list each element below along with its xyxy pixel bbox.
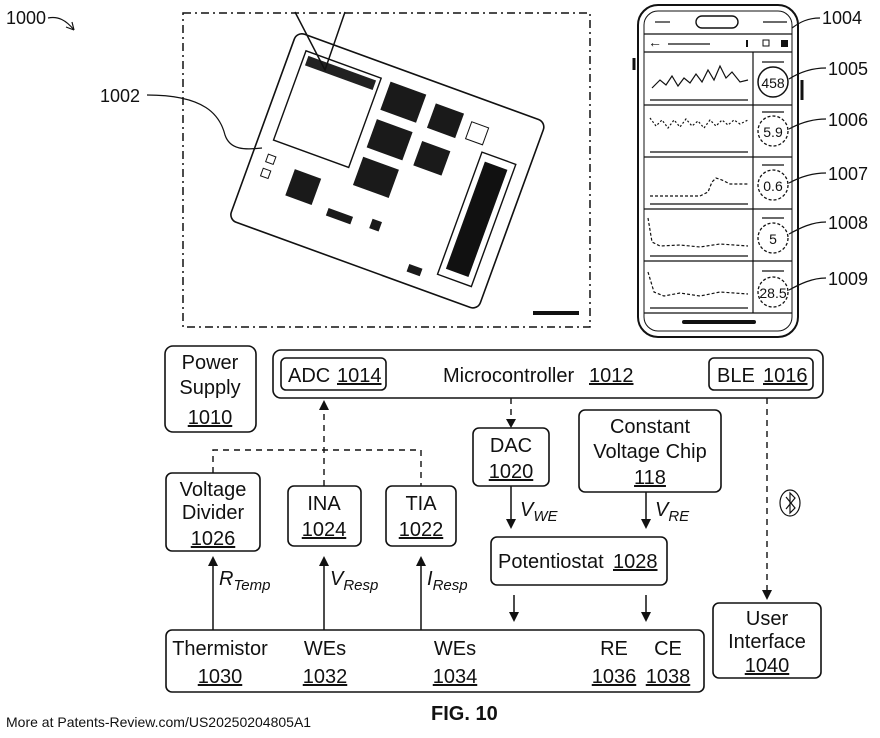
- user-interface-block: User Interface 1040: [712, 602, 822, 679]
- figure-ref: 1000: [6, 8, 46, 28]
- tia-label: TIA: [405, 493, 437, 515]
- svg-text:←: ←: [648, 34, 662, 50]
- solid-connections: [208, 486, 651, 630]
- figure-ref-arrow: [47, 16, 75, 31]
- phone-reading-1005: 458: [761, 75, 785, 91]
- power-supply-label-1: Power: [182, 352, 239, 374]
- signal-v-we: VWE: [520, 499, 559, 525]
- watermark: More at Patents-Review.com/US20250204805…: [6, 714, 311, 730]
- phone-illustration: ←: [632, 4, 804, 338]
- thermistor-label: Thermistor: [172, 638, 268, 660]
- microcontroller-block: ADC 1014 Microcontroller 1012 BLE 1016: [272, 349, 824, 399]
- thermistor-num: 1030: [198, 666, 243, 688]
- tia-block: TIA 1022: [385, 485, 457, 547]
- dac-block: DAC 1020: [472, 427, 550, 487]
- re-label: RE: [600, 638, 628, 660]
- phone-reading-1006: 5.9: [763, 124, 783, 140]
- ce-num: 1038: [646, 666, 691, 688]
- ui-label-2: Interface: [728, 631, 806, 653]
- wes-1034-label: WEs: [434, 638, 476, 660]
- reading-ref-1009: 1009: [828, 269, 868, 289]
- phone-reading-1008: 5: [769, 231, 777, 247]
- vd-label-1: Voltage: [180, 479, 247, 501]
- potentiostat-block: Potentiostat 1028: [490, 536, 668, 586]
- reading-ref-1007: 1007: [828, 164, 868, 184]
- constant-voltage-chip-block: Constant Voltage Chip 118: [578, 409, 722, 493]
- phone-ref: 1004: [822, 8, 862, 28]
- vd-num: 1026: [191, 528, 236, 550]
- phone-reading-1009: 28.5: [759, 285, 786, 301]
- cvc-num: 118: [634, 467, 666, 489]
- reading-ref-1008: 1008: [828, 213, 868, 233]
- device-ref: 1002: [100, 86, 140, 106]
- reading-ref-1006: 1006: [828, 110, 868, 130]
- signal-r-temp: RTemp: [219, 568, 270, 594]
- re-num: 1036: [592, 666, 637, 688]
- microcontroller-label: Microcontroller: [443, 365, 574, 387]
- ce-label: CE: [654, 638, 682, 660]
- device-illustration: [182, 11, 591, 328]
- phone-reading-1007: 0.6: [763, 178, 783, 194]
- signal-v-resp: VResp: [330, 568, 378, 594]
- dac-num: 1020: [489, 461, 534, 483]
- wes-1034-num: 1034: [433, 666, 478, 688]
- potentiostat-label: Potentiostat: [498, 551, 604, 573]
- vd-label-2: Divider: [182, 502, 245, 524]
- ble-num: 1016: [763, 365, 808, 387]
- figure-caption: FIG. 10: [431, 703, 498, 725]
- adc-label: ADC: [288, 365, 330, 387]
- ble-label: BLE: [717, 365, 755, 387]
- adc-num: 1014: [337, 365, 382, 387]
- dac-label: DAC: [490, 435, 532, 457]
- power-supply-label-2: Supply: [179, 377, 240, 399]
- bluetooth-icon: [779, 489, 801, 517]
- electrode-bar: Thermistor 1030 WEs 1032 WEs 1034 RE 103…: [165, 629, 705, 693]
- wes-1032-label: WEs: [304, 638, 346, 660]
- power-supply-num: 1010: [188, 407, 233, 429]
- power-supply-block: Power Supply 1010: [164, 345, 257, 433]
- reading-ref-1005: 1005: [828, 59, 868, 79]
- potentiostat-num: 1028: [613, 551, 658, 573]
- ui-label-1: User: [746, 608, 789, 630]
- wes-1032-num: 1032: [303, 666, 348, 688]
- cvc-label-1: Constant: [610, 416, 690, 438]
- ina-block: INA 1024: [287, 485, 362, 547]
- tia-num: 1022: [399, 519, 444, 541]
- voltage-divider-block: Voltage Divider 1026: [165, 472, 261, 552]
- ui-num: 1040: [745, 655, 790, 677]
- cvc-label-2: Voltage Chip: [593, 441, 706, 463]
- device-leader: [146, 94, 263, 150]
- microcontroller-num: 1012: [589, 365, 634, 387]
- ina-num: 1024: [302, 519, 347, 541]
- ina-label: INA: [307, 493, 341, 515]
- dashed-connections: [212, 398, 772, 600]
- signal-i-resp: IResp: [427, 568, 468, 594]
- signal-v-re: VRE: [655, 499, 690, 525]
